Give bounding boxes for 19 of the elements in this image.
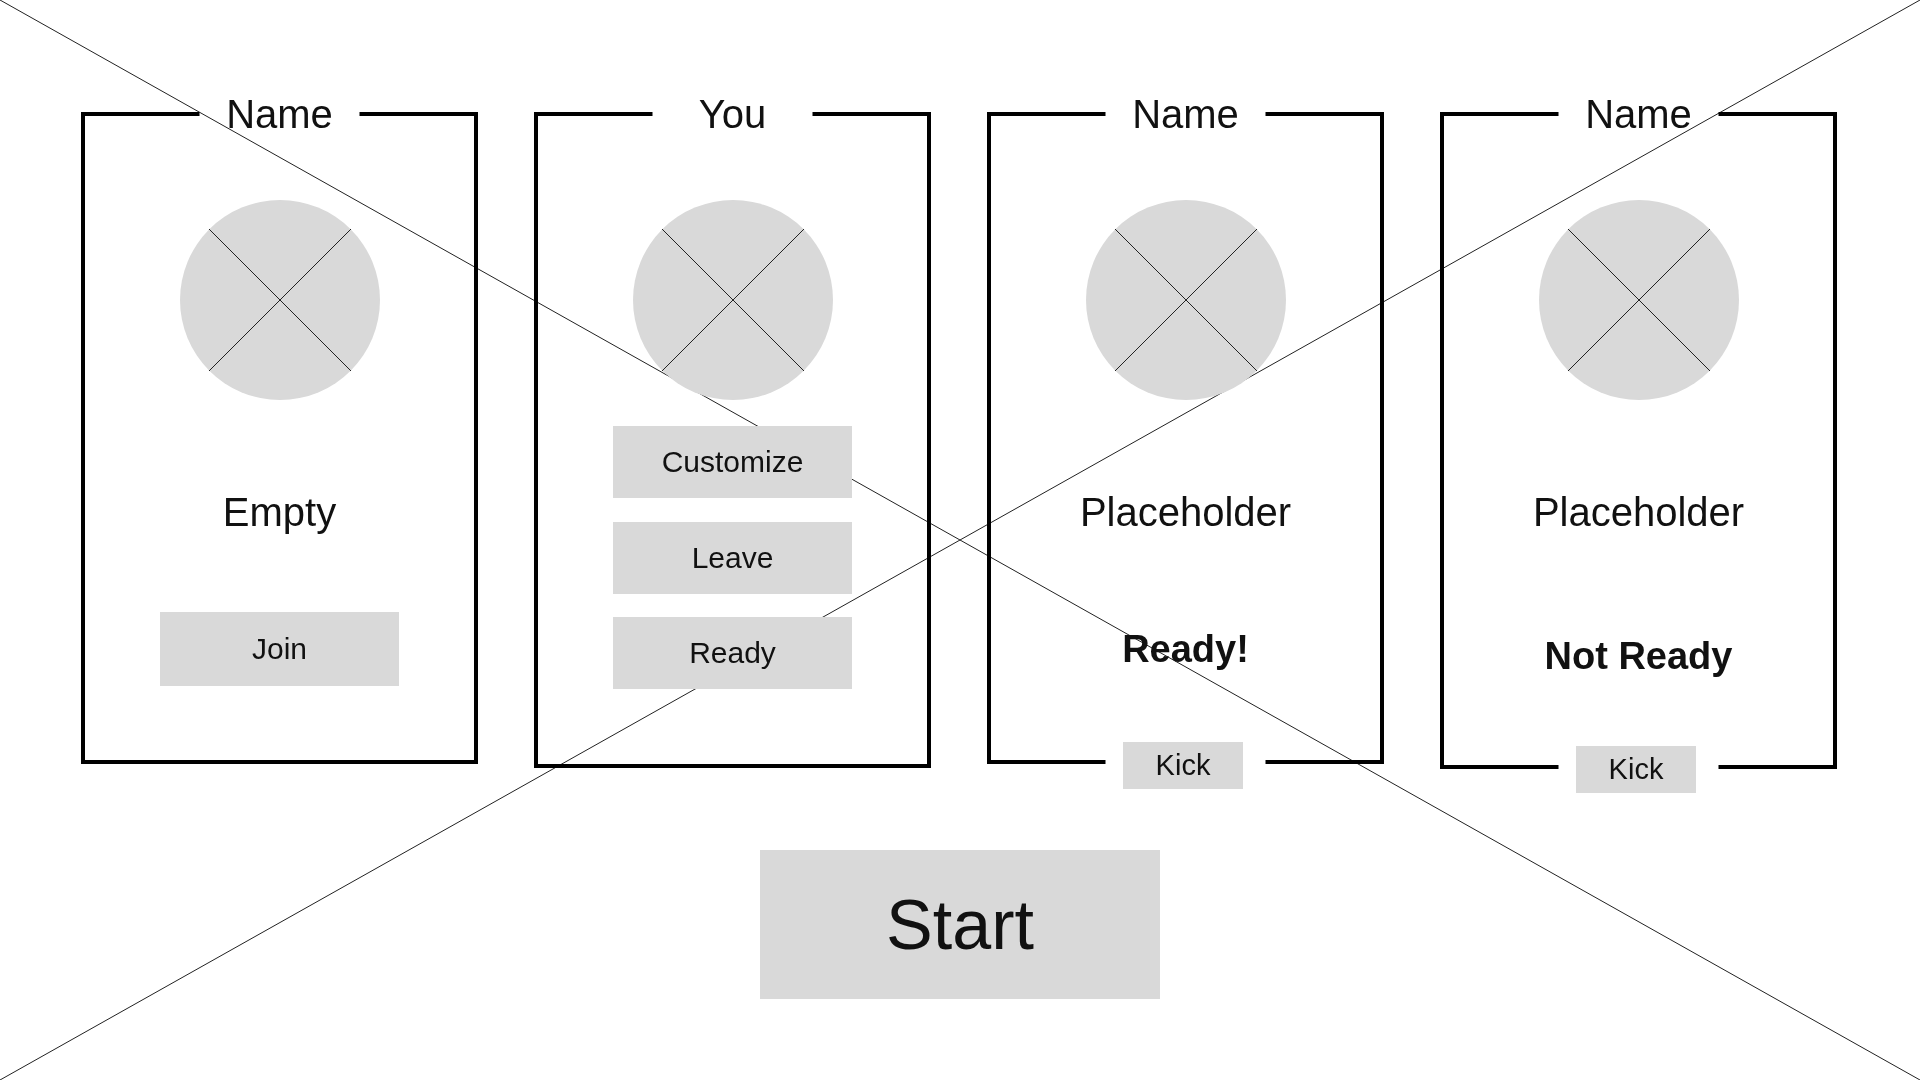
player-name: Empty (222, 492, 337, 532)
player-name: Placeholder (1532, 492, 1745, 532)
start-button: Start (760, 850, 1160, 999)
action-button: Kick (1123, 742, 1243, 789)
avatar-placeholder (179, 200, 380, 400)
avatar-placeholder (632, 200, 833, 400)
player-name: Placeholder (1079, 492, 1292, 532)
avatar-placeholder (1085, 200, 1286, 400)
player-name-heading: Name (1131, 94, 1240, 134)
action-button: Join (160, 612, 399, 686)
player-name-heading: Name (225, 94, 334, 134)
action-button: Kick (1576, 746, 1696, 793)
ready-status: Not Ready (1544, 637, 1733, 675)
player-name-heading: Name (1584, 94, 1693, 134)
player-name-heading: You (697, 94, 768, 134)
action-button: Customize (613, 426, 852, 498)
avatar-placeholder (1538, 200, 1739, 400)
action-button: Leave (613, 522, 852, 594)
action-button: Ready (613, 617, 852, 689)
